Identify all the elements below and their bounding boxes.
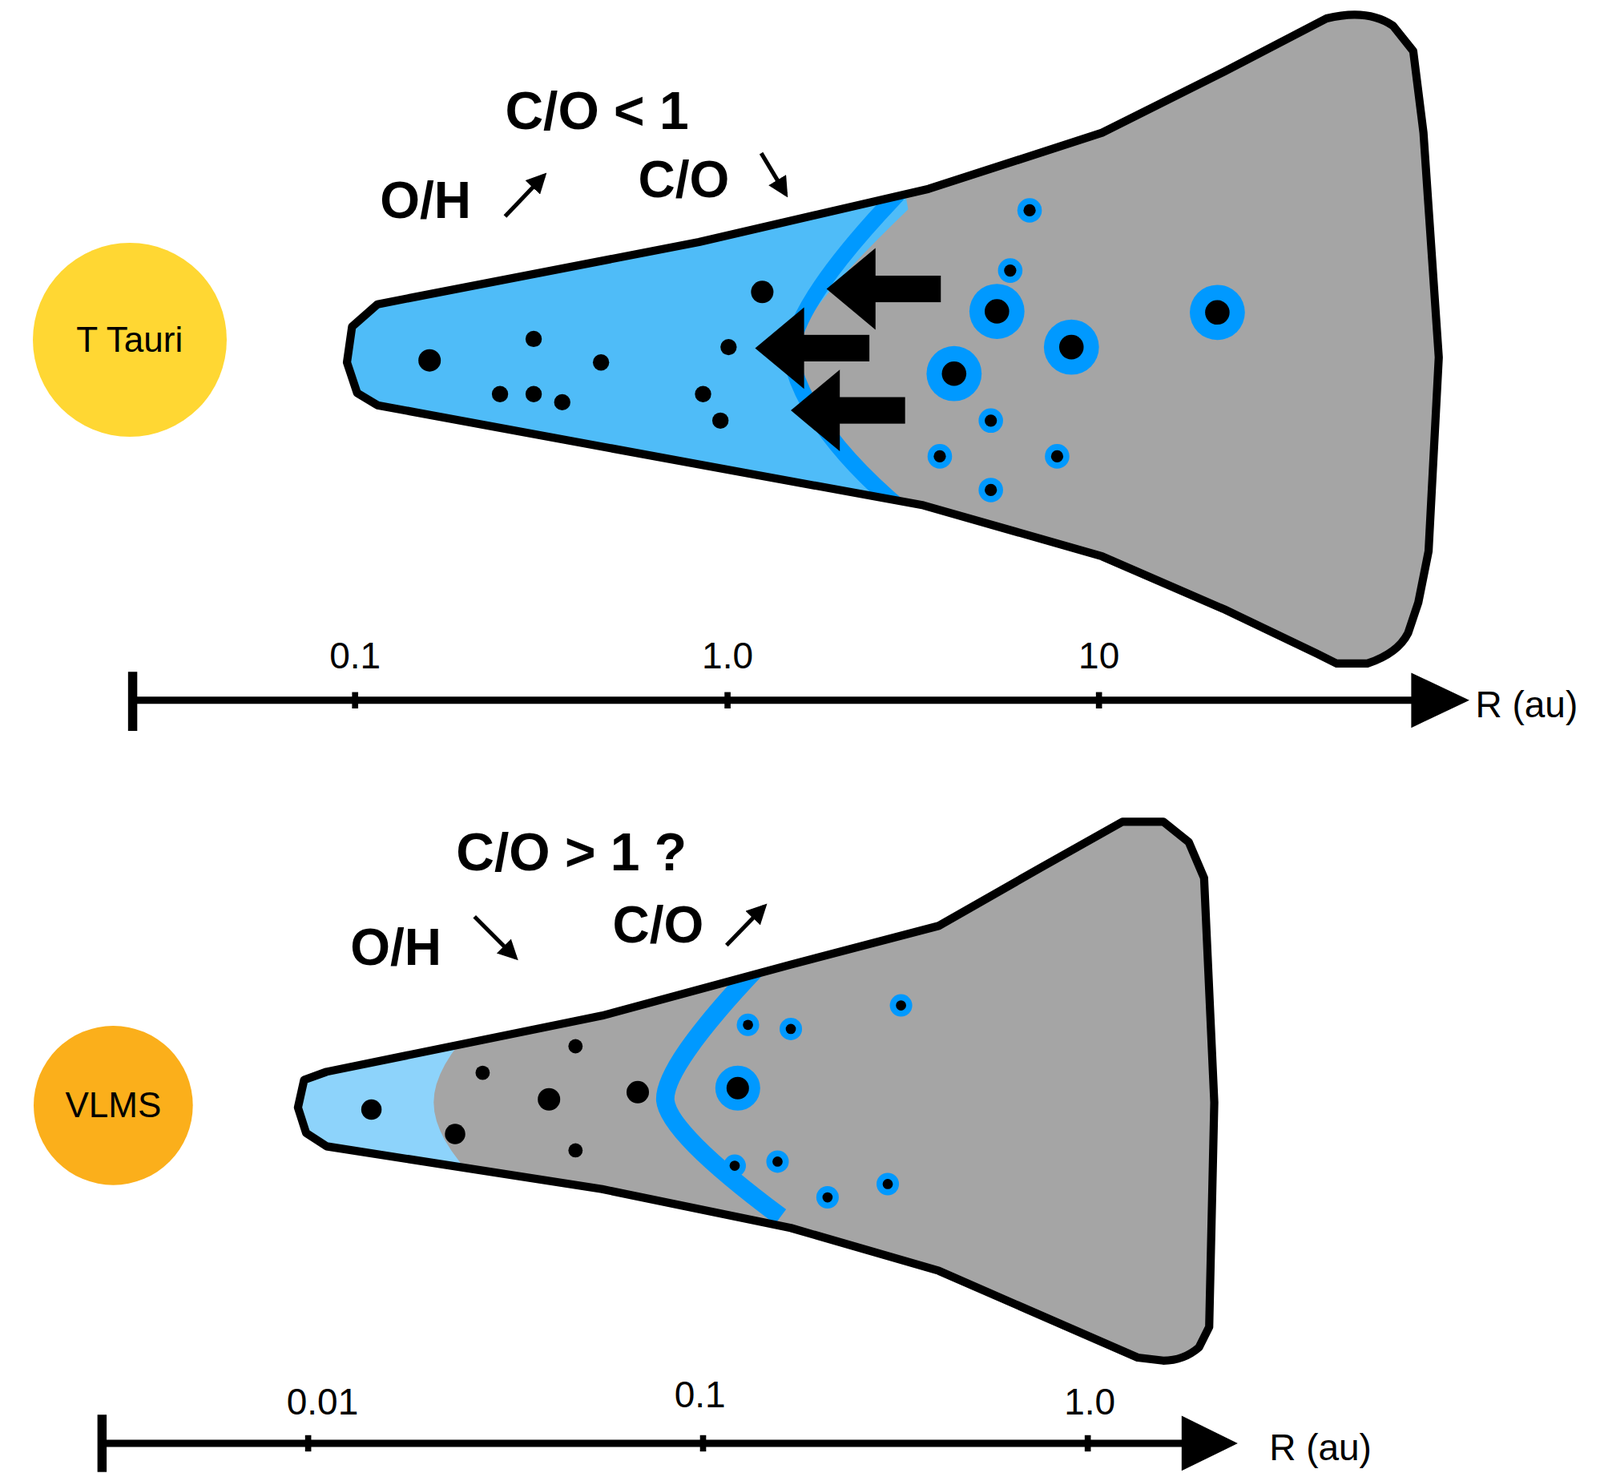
dust-grain [942,361,968,387]
dust-grain [785,1023,797,1035]
trend-arrow [726,906,765,945]
dust-grain [1059,334,1085,360]
axis-bottom [101,1414,1238,1472]
drift-arrows [754,248,941,452]
axis-label: 0.01 [286,1382,359,1420]
dust-grain [694,386,711,403]
star-circle: T Tauri [32,242,227,437]
axis-label: 0.1 [674,1375,726,1413]
ice-mantle [737,1013,760,1036]
axis-top [132,671,1470,731]
ice-mantle [723,1154,746,1177]
ice-mantle [927,443,953,469]
star-label: T Tauri [32,242,227,437]
ice-mantle [779,1017,803,1040]
dust-grain [1003,264,1016,277]
dust-grain [742,1019,754,1030]
dust-grain [537,1088,561,1111]
dust-grain [525,330,542,347]
dust-grain [626,1080,649,1104]
ratio-label: O/H [379,174,472,226]
dust-grain [444,1123,465,1144]
trend-arrow [504,175,544,217]
ice-mantle [890,994,913,1017]
dust-grain [1205,300,1230,326]
axis-label: 10 [1078,636,1120,674]
dust-grain [554,394,571,411]
dust-grain [984,298,1010,324]
dust-grain [729,1160,741,1171]
snow-line [790,193,903,511]
ice-mantle [978,408,1004,434]
ice-mantle [969,283,1025,339]
dust-grain [822,1192,834,1203]
dust-grain [1023,204,1036,217]
dust-grain [933,450,946,463]
dust-grain [984,414,997,427]
dust-grain [525,386,542,403]
ice-mantle [876,1172,899,1195]
ice-mantle [1017,197,1043,223]
axis-label: 0.1 [329,636,381,674]
dust-grain [895,999,907,1011]
dust-grain [1051,450,1064,463]
star-circle: VLMS [33,1025,194,1185]
disk-bottom-outline [298,821,1215,1360]
star-label: VLMS [33,1025,194,1185]
ratio-label: C/O < 1 [504,84,689,138]
ice-mantle [978,477,1004,503]
ice-mantle [816,1185,839,1209]
snow-line [664,967,781,1217]
axis-label: 1.0 [701,636,754,674]
dust-grain [772,1156,783,1167]
ice-mantle [926,346,982,402]
disk-top-outline [346,14,1439,664]
ice-mantle [715,1065,761,1111]
axis-label: R (au) [1475,685,1578,723]
disk-bottom [298,821,1215,1360]
dust-grain [475,1065,490,1081]
ratio-label: C/O [612,898,705,951]
trend-arrow [474,916,516,958]
dust-grain [726,1076,750,1100]
ice-mantle [1189,284,1246,340]
dust-grain [720,338,737,355]
ratio-label: C/O [637,153,730,206]
axis-label: R (au) [1269,1428,1372,1466]
dust-grain [568,1143,583,1158]
dust-grain [984,483,997,496]
trend-arrow [761,153,786,194]
dust-grain [568,1039,583,1054]
dust-grain [491,386,508,403]
ice-mantle [1044,443,1070,469]
dust-grain [712,412,729,429]
dust-grain [361,1099,382,1120]
ratio-label: O/H [350,921,442,973]
dust-grain [592,354,609,371]
ratio-label: C/O > 1 ? [455,825,687,879]
axis-label: 1.0 [1063,1382,1116,1420]
ice-mantle [765,1149,789,1173]
dust-grain [750,280,774,303]
ice-mantle [998,257,1024,283]
dust-grain [418,349,441,372]
dust-grain [882,1178,894,1189]
ice-mantle [1043,319,1100,375]
